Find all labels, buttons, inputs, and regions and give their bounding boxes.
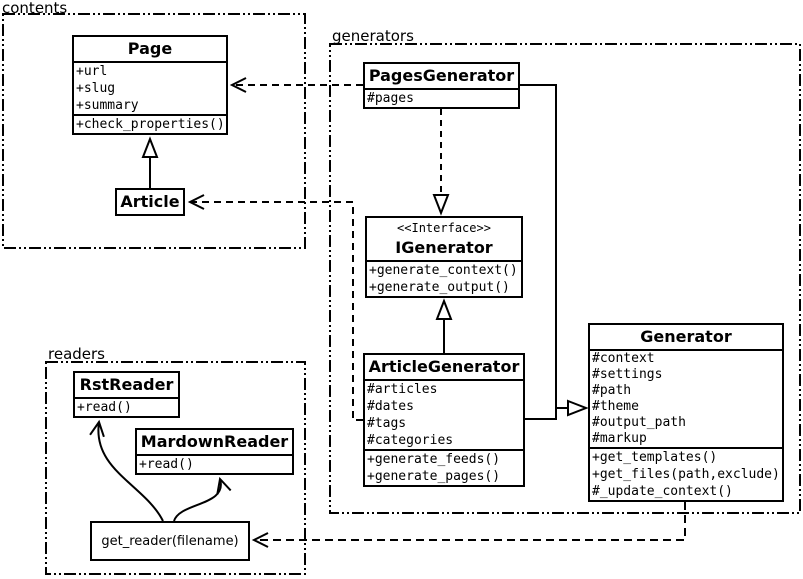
member-line: +url [76, 64, 108, 79]
class-articlegenerator-attributes: #articles #dates #tags #categories [365, 379, 523, 449]
dependency-articlegenerator-to-article [187, 194, 363, 421]
member-line: #path [592, 383, 632, 398]
flow-getreader-to-mardownreader [173, 476, 232, 522]
class-articlegenerator-title: ArticleGenerator [368, 357, 520, 376]
class-page: Page +url +slug +summary +check_properties… [72, 35, 228, 135]
member-line: +check_properties() [76, 117, 225, 132]
inheritance-pagesgenerator-to-generator [520, 84, 557, 408]
package-readers-label: readers [48, 345, 105, 363]
package-generators-label: generators [332, 27, 414, 45]
member-line: #output_path [592, 415, 686, 430]
member-line: +read() [139, 457, 194, 472]
class-igenerator: <<Interface>> IGenerator +generate_conte… [365, 216, 523, 298]
member-line: #articles [367, 382, 438, 397]
class-rstreader-title: RstReader [79, 375, 174, 394]
member-line: +read() [77, 400, 132, 415]
member-line: #pages [367, 91, 414, 106]
class-rstreader: RstReader +read() [73, 371, 180, 418]
member-line: #theme [592, 399, 639, 414]
class-generator-title: Generator [640, 327, 732, 346]
class-mardownreader-title: MardownReader [140, 432, 289, 451]
class-page-methods: +check_properties() [74, 114, 226, 133]
node-get-reader: get_reader(filename) [90, 521, 250, 561]
node-get-reader-label: get_reader(filename) [101, 533, 239, 549]
class-articlegenerator-methods: +generate_feeds() +generate_pages() [365, 449, 523, 485]
member-line: +generate_pages() [367, 469, 501, 484]
member-line: +summary [76, 98, 139, 113]
class-article: Article [115, 188, 185, 216]
member-line: #_update_context() [592, 484, 733, 499]
class-generator-attributes: #context#settings#path#theme#output_path… [590, 349, 782, 447]
class-page-title: Page [127, 39, 173, 58]
member-line: #dates [367, 399, 414, 414]
class-pagesgenerator-title: PagesGenerator [368, 66, 515, 85]
class-generator: Generator #context#settings#path#theme#o… [588, 323, 784, 502]
member-line: +generate_context() [369, 263, 518, 278]
class-article-title: Article [120, 192, 180, 211]
class-igenerator-title: IGenerator [395, 238, 493, 257]
inheritance-articlegenerator-to-generator [525, 408, 557, 420]
member-line: #categories [367, 433, 454, 448]
member-line: +generate_feeds() [367, 452, 501, 467]
class-igenerator-methods: +generate_context() +generate_output() [367, 260, 521, 296]
class-rstreader-methods: +read() [75, 397, 178, 416]
member-line: #markup [592, 431, 647, 446]
class-articlegenerator: ArticleGenerator #articles #dates #tags #ca… [363, 353, 525, 487]
member-line: #tags [367, 416, 407, 431]
class-pagesgenerator-attributes: #pages [365, 88, 518, 107]
member-line: #context [592, 351, 655, 366]
member-line: #settings [592, 367, 663, 382]
package-contents-label: contents [2, 0, 68, 17]
dependency-generator-to-getreader [251, 502, 686, 548]
class-mardownreader-methods: +read() [137, 454, 292, 473]
class-pagesgenerator: PagesGenerator #pages [363, 62, 520, 109]
class-igenerator-stereotype: <<Interface>> [397, 221, 491, 235]
member-line: +slug [76, 81, 116, 96]
class-mardownreader: MardownReader +read() [135, 428, 294, 475]
member-line: +get_files(path,exclude) [592, 467, 780, 482]
class-page-attributes: +url +slug +summary [74, 61, 226, 114]
member-line: +get_templates() [592, 450, 718, 465]
member-line: +generate_output() [369, 280, 510, 295]
class-generator-methods: +get_templates() +get_files(path,exclude)… [590, 447, 782, 500]
